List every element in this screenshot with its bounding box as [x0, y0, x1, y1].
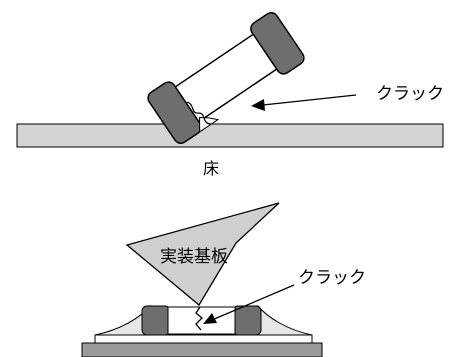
pcb-substrate — [81, 342, 323, 357]
crack-arrow-bottom — [203, 284, 295, 324]
mounted-board — [125, 202, 280, 306]
chip-electrode-left — [147, 81, 202, 144]
solder-fillet-right — [257, 304, 313, 336]
floor-label: 床 — [203, 159, 219, 178]
crack-arrow-top — [251, 94, 357, 111]
crack-line-bottom — [195, 306, 203, 331]
floor-impact-diagram: クラック 床 — [16, 12, 444, 178]
chip-component-tilted — [147, 12, 305, 144]
floor — [16, 123, 444, 148]
chip-corner-damage — [199, 117, 220, 133]
chip-electrode-right-bottom — [232, 305, 262, 336]
board-bending-diagram: 実装基板 クラック — [81, 202, 366, 357]
crack-line-top — [186, 101, 212, 125]
chip-electrode-left-bottom — [141, 305, 171, 336]
crack-label-bottom: クラック — [298, 268, 366, 288]
pad-layer — [94, 334, 313, 344]
chip-body-bottom — [167, 306, 236, 335]
board-label: 実装基板 — [160, 247, 228, 267]
chip-electrode-right — [250, 12, 305, 75]
crack-label-top: クラック — [376, 84, 444, 104]
